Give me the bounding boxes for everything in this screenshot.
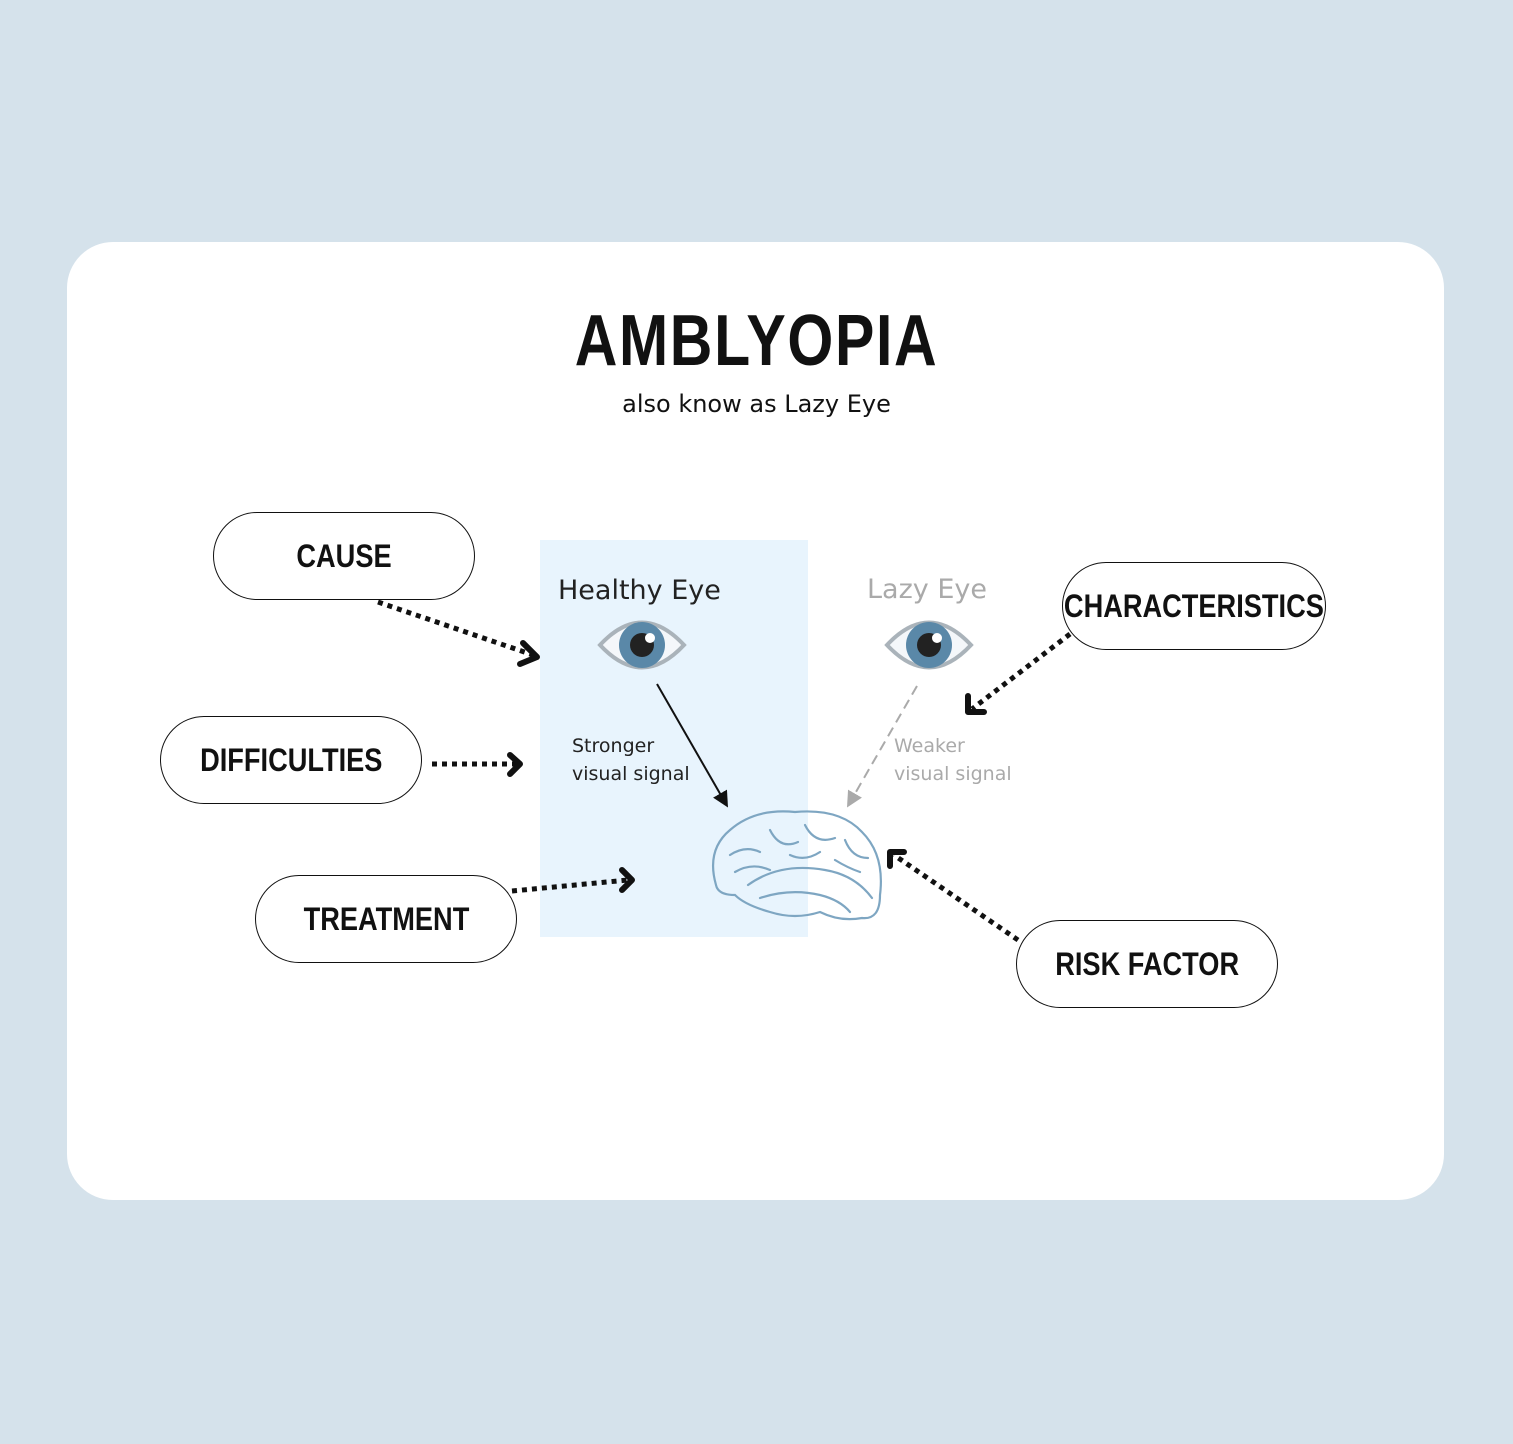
treatment-label: TREATMENT [303, 900, 469, 937]
risk-factor-label: RISK FACTOR [1055, 945, 1239, 982]
risk-factor-node[interactable]: RISK FACTOR [1016, 920, 1278, 1008]
difficulties-label: DIFFICULTIES [199, 741, 383, 778]
treatment-node[interactable]: TREATMENT [255, 875, 517, 963]
healthy-eye-label: Healthy Eye [558, 575, 721, 606]
cause-label: CAUSE [296, 537, 392, 574]
strong-signal-arrow [656, 683, 728, 808]
lazy-eye-icon [884, 620, 974, 670]
stronger-signal-line1: Stronger [572, 735, 655, 757]
healthy-eye-panel [540, 540, 808, 937]
healthy-eye-icon [597, 620, 687, 670]
lazy-eye-label: Lazy Eye [867, 574, 987, 605]
weak-signal-arrow [847, 685, 918, 808]
page-subtitle: also know as Lazy Eye [622, 390, 891, 418]
characteristics-label: CHARACTERISTICS [1064, 587, 1324, 624]
stronger-signal-line2: visual signal [572, 763, 690, 785]
treatment-arrow [511, 877, 629, 894]
weaker-signal-line1: Weaker [894, 735, 965, 757]
risk-factor-arrow [892, 852, 1020, 943]
weaker-signal-line2: visual signal [894, 763, 1012, 785]
stronger-signal-text: Stronger visual signal [572, 732, 690, 788]
arrowheads [507, 640, 987, 893]
characteristics-node[interactable]: CHARACTERISTICS [1062, 562, 1326, 650]
cause-arrow [377, 599, 534, 658]
characteristics-arrow [970, 632, 1072, 711]
brain-icon [712, 810, 882, 921]
page-title: AMBLYOPIA [574, 301, 939, 381]
weaker-signal-text: Weaker visual signal [894, 732, 1012, 788]
cause-node[interactable]: CAUSE [213, 512, 475, 600]
difficulties-node[interactable]: DIFFICULTIES [160, 716, 422, 804]
